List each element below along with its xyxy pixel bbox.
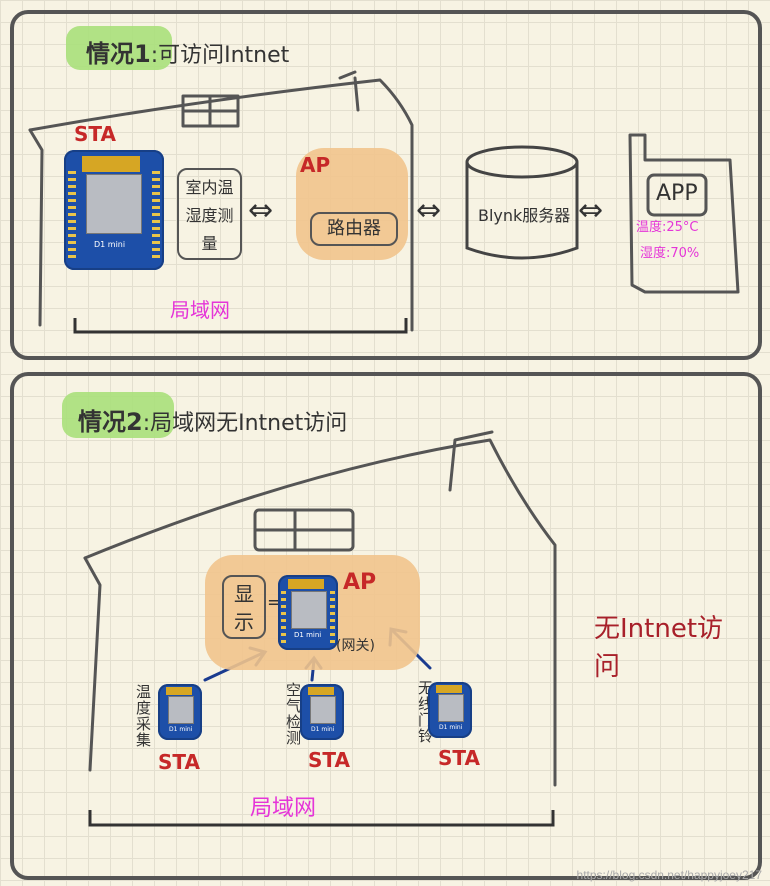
ap-label: AP: [300, 153, 331, 177]
pin-header: [281, 587, 286, 643]
pin-header: [152, 170, 160, 258]
node3-sta-label: STA: [438, 746, 480, 770]
sensor-box: 室内温湿度测量: [177, 168, 242, 260]
router-label: 路由器: [327, 218, 381, 239]
house1-outline: [28, 70, 414, 332]
bidirectional-arrow-icon: ⇔: [416, 193, 442, 228]
board-name: D1 mini: [439, 724, 463, 731]
scenario2-panel: [10, 372, 762, 880]
display-label: 显示: [234, 582, 254, 634]
chip-icon: [310, 696, 336, 724]
d1-mini-board: D1 mini: [64, 150, 164, 270]
board-name: D1 mini: [94, 240, 126, 249]
antenna-icon: [308, 687, 334, 695]
scenario1-title: 情况1:可访问Intnet: [86, 34, 289, 69]
node1-sta-label: STA: [158, 750, 200, 774]
sta-node-1: D1 mini: [158, 684, 202, 740]
scenario2-title: 情况2:局域网无Intnet访问: [78, 402, 347, 437]
lan-bracket-1: [73, 318, 408, 334]
gateway-ap-label: AP: [343, 570, 377, 595]
scenario2-badge: 情况2: [78, 408, 143, 436]
scenario2-subtitle: :局域网无Intnet访问: [142, 411, 348, 436]
lan-label-2: 局域网: [250, 796, 317, 821]
watermark: https://blog.csdn.net/happyjoey217: [576, 868, 762, 882]
antenna-icon: [436, 685, 462, 693]
app-temperature: 温度:25°C: [636, 220, 699, 235]
scenario1-badge: 情况1: [86, 40, 151, 68]
display-box: 显示: [222, 575, 266, 639]
sta-node-2: D1 mini: [300, 684, 344, 740]
sensor-box-label: 室内温湿度测量: [185, 178, 234, 253]
server-label: Blynk服务器: [478, 206, 571, 225]
node1-function: 温度采集: [134, 684, 152, 748]
node2-function: 空气检测: [284, 682, 302, 746]
phone-icon: [628, 133, 740, 294]
pin-header: [68, 170, 76, 258]
lan-bracket-2: [88, 810, 555, 827]
scenario2-badge-highlight: [62, 392, 174, 438]
bidirectional-arrow-icon: ⇔: [248, 193, 274, 228]
board-name: D1 mini: [311, 726, 335, 733]
chip-icon: [438, 694, 464, 722]
antenna-icon: [166, 687, 192, 695]
gateway-label: (网关): [336, 638, 375, 654]
antenna-icon: [288, 579, 324, 589]
house2-outline: [83, 430, 557, 787]
app-label: APP: [656, 181, 698, 206]
lan-label-1: 局域网: [170, 298, 230, 322]
no-internet-note: 无Intnet访问: [594, 614, 724, 682]
chip-icon: [291, 591, 327, 629]
board-name: D1 mini: [294, 631, 322, 639]
sta-node-3: D1 mini: [428, 682, 472, 738]
scenario1-subtitle: :可访问Intnet: [150, 43, 290, 68]
sta-label: STA: [74, 122, 116, 146]
app-humidity: 湿度:70%: [640, 246, 700, 261]
chip-icon: [86, 174, 142, 234]
chip-icon: [168, 696, 194, 724]
scenario1-panel: [10, 10, 762, 360]
scenario1-badge-highlight: [66, 26, 172, 70]
bidirectional-arrow-icon: ⇔: [578, 193, 604, 228]
pin-header: [330, 587, 335, 643]
node2-sta-label: STA: [308, 748, 350, 772]
antenna-icon: [82, 156, 140, 172]
server-icon: [465, 145, 579, 260]
d1-mini-gateway-board: D1 mini: [278, 575, 338, 650]
router-box: 路由器: [310, 212, 398, 246]
board-name: D1 mini: [169, 726, 193, 733]
